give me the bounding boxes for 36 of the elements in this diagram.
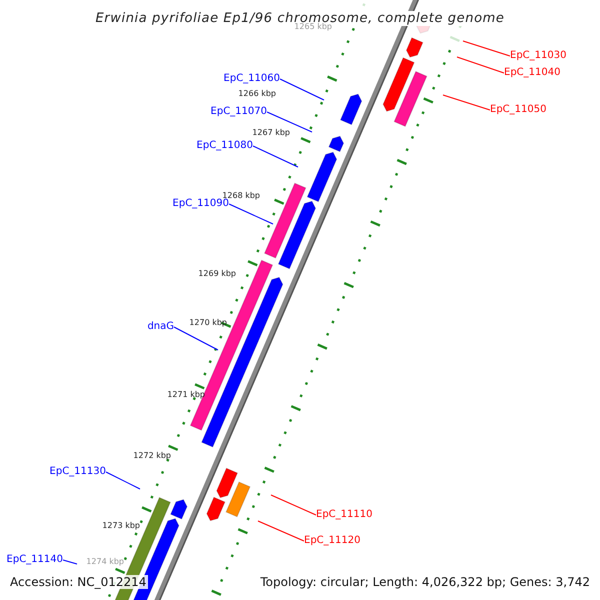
leader-line xyxy=(280,78,324,100)
gene-label: EpC_11110 xyxy=(316,510,372,520)
leader-line xyxy=(266,112,312,132)
gene-label: EpC_11060 xyxy=(224,74,280,84)
scale-label: 1268 kbp xyxy=(222,192,260,200)
gene-label: EpC_11050 xyxy=(490,105,546,115)
gene-label: EpC_11030 xyxy=(510,51,566,61)
genome-summary: Topology: circular; Length: 4,026,322 bp; Genes: 3,742 xyxy=(260,576,590,588)
leader-line xyxy=(270,494,316,516)
scale-label: 1272 kbp xyxy=(133,452,171,460)
gene-label: EpC_11070 xyxy=(210,107,267,117)
leader-line xyxy=(106,472,140,490)
scale-label: 1269 kbp xyxy=(198,270,236,278)
scale-label: 1270 kbp xyxy=(189,319,227,327)
leader-line xyxy=(62,560,78,564)
gene-label: EpC_11040 xyxy=(504,68,560,78)
leader-line xyxy=(456,56,504,74)
scale-label: 1267 kbp xyxy=(252,129,290,137)
leader-line xyxy=(174,326,218,350)
leader-line xyxy=(462,40,510,56)
scale-label: 1266 kbp xyxy=(238,90,276,98)
scale-label: 1265 kbp xyxy=(294,23,332,31)
leader-line xyxy=(442,94,490,110)
scale-label: 1271 kbp xyxy=(167,391,205,399)
leader-line xyxy=(258,520,304,542)
gene-label: EpC_11090 xyxy=(172,199,229,209)
scale-label: 1274 kbp xyxy=(86,558,124,566)
gene-label: EpC_11140 xyxy=(6,555,63,565)
scale-label: 1273 kbp xyxy=(102,522,140,530)
leader-line xyxy=(252,146,298,168)
accession-label: Accession: NC_012214 xyxy=(8,575,148,589)
gene-label: EpC_11130 xyxy=(50,467,106,477)
gene-label: EpC_11080 xyxy=(196,141,253,151)
gene-label: EpC_11120 xyxy=(304,536,360,546)
leader-line xyxy=(228,204,274,224)
gene-label: dnaG xyxy=(147,322,174,332)
